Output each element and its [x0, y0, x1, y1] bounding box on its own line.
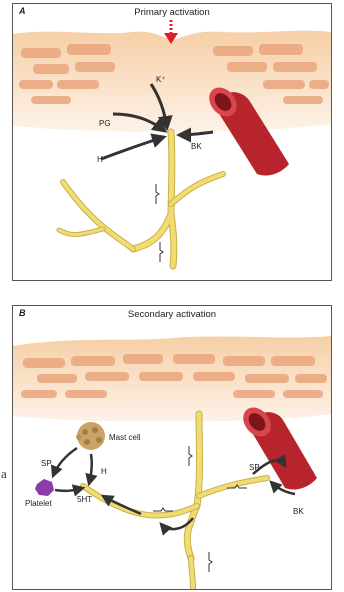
- panel-primary-activation: K⁺ PG H⁺ BK A Primary activation: [12, 3, 332, 281]
- panel-secondary-activation: Mast cell SP H 5HT Platelet SP BK B Seco…: [12, 305, 332, 590]
- label-bk: BK: [293, 507, 304, 516]
- label-sp-right: SP: [249, 463, 260, 472]
- mast-cell-icon: [76, 422, 105, 450]
- label-bk: BK: [191, 142, 202, 151]
- label-platelet: Platelet: [25, 499, 52, 508]
- primary-activation-diagram: K⁺ PG H⁺ BK: [13, 4, 331, 280]
- panel-title-a: Primary activation: [13, 7, 331, 18]
- platelet-icon: [35, 479, 54, 496]
- label-k: K⁺: [156, 75, 166, 84]
- stray-text: a: [1, 466, 7, 482]
- label-mast-cell: Mast cell: [109, 433, 141, 442]
- label-h: H: [101, 467, 107, 476]
- label-pg: PG: [99, 119, 111, 128]
- secondary-activation-diagram: Mast cell SP H 5HT Platelet SP BK: [13, 306, 331, 589]
- panel-title-b: Secondary activation: [13, 309, 331, 320]
- nociceptor-nerve: [59, 132, 223, 266]
- label-h: H⁺: [97, 155, 107, 164]
- label-5ht: 5HT: [77, 495, 92, 504]
- action-potential-icon: [156, 184, 163, 262]
- label-sp-left: SP: [41, 459, 52, 468]
